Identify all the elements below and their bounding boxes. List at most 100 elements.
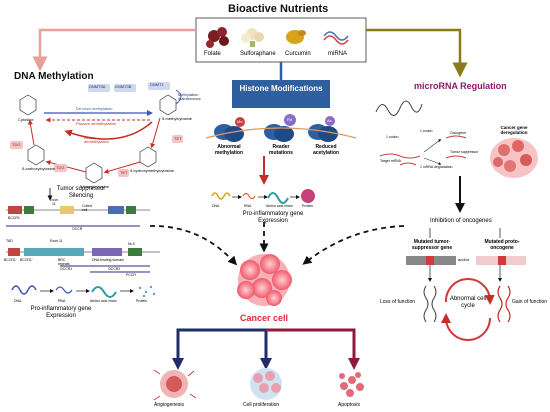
dna-flow-left	[11, 285, 156, 298]
formylcytosine-molecule	[85, 162, 103, 184]
gene-label: OCCR2	[108, 267, 121, 271]
dnmt3a-tag	[88, 84, 110, 92]
mirna-small-label: 1 codon	[386, 135, 399, 139]
mirna-small-label: 1 mRNA degradation	[420, 165, 453, 169]
active-demethylation-arrow	[64, 121, 153, 140]
hmc-label: 5-hydroxymethylcytosine	[130, 168, 175, 173]
mirna-small-label: Target mRNA	[380, 159, 402, 163]
histone-mark: Rd	[287, 117, 293, 122]
gene-label: BCCR1'	[20, 258, 33, 262]
gene-label: BCCR1	[8, 216, 20, 220]
outcome-label: Angiogenesis	[154, 402, 185, 408]
histone-label: Reader mutations	[269, 144, 293, 156]
dashed-arrow-left	[149, 225, 238, 266]
gene-label: BCCR1'	[4, 258, 17, 262]
gene-label: Exon	[50, 198, 58, 202]
proliferation-image	[250, 368, 282, 400]
flow-label: RNA	[58, 299, 66, 303]
tdg-tag-1	[10, 141, 23, 149]
maintenance-label: Methylation maintenance	[178, 92, 201, 101]
flow-label: DNA	[212, 204, 220, 208]
mirna-small-label: Oncogene	[450, 131, 467, 135]
flow-label: Amino acid chain	[266, 204, 293, 208]
inhibition-label: Inhibition of oncogenes	[430, 218, 492, 224]
tdg-label: TDG	[56, 165, 65, 170]
carboxylcytosine-molecule	[27, 144, 45, 166]
cycle-arc-bottom	[441, 313, 491, 341]
curcumin-icon	[286, 30, 306, 44]
arrow-to-mirna	[366, 28, 468, 78]
tdg-label: TDG	[12, 142, 21, 147]
histone-label: Reduced acetylation	[312, 144, 340, 156]
histone-box	[232, 80, 330, 108]
cycle-arc-top	[444, 278, 495, 305]
gene-label: BRC repeats	[58, 258, 70, 266]
gene-label: Exon 11	[50, 239, 63, 243]
active-label: Active demethylation	[84, 135, 109, 144]
enzyme-label: DNMT3A	[89, 84, 106, 89]
folate-icon	[206, 27, 229, 48]
histone-title: Histone Modifications	[239, 84, 323, 93]
tet-label: TET	[120, 170, 128, 175]
nutrient-label: Folate	[204, 51, 221, 57]
flow-label: Amino acid chain	[90, 299, 117, 303]
maintenance-arrow	[175, 89, 182, 105]
histone-mark: Ac	[327, 118, 332, 123]
dashed-arrow-right	[302, 225, 405, 265]
enzyme-label: DNMT3B	[115, 84, 132, 89]
mutated-ts-label: Mutated tumor-suppressor gene	[411, 239, 453, 251]
cancer-cell-label: Cancer cell	[240, 313, 289, 323]
flow-label: RNA	[244, 204, 252, 208]
gene-label: NLS	[128, 242, 135, 246]
hydroxymethylcytosine-molecule	[139, 146, 157, 168]
arrow-angiogenesis	[172, 328, 266, 370]
mc-label: 5-methylcytosine	[162, 116, 193, 121]
mirna-small-label: 1 codon	[420, 129, 433, 133]
mutated-onc-label: Mutated proto-oncogene	[484, 239, 520, 251]
gain-label: Gain of function	[512, 299, 548, 305]
tet-tag-2	[118, 169, 129, 177]
loss-label: Loss of function	[380, 299, 416, 305]
gene-map-1	[6, 206, 150, 214]
outcome-label: Cell proliferation	[243, 402, 280, 408]
arrow-apoptosis	[266, 328, 360, 370]
cytosine-molecule	[19, 94, 37, 116]
angiogenesis-image	[153, 369, 197, 401]
nucleosome-reduced-acetylation	[308, 116, 338, 142]
outcome-label: Apoptosis	[338, 402, 360, 408]
gene-map-2	[6, 248, 160, 256]
dnmt1-tag	[148, 82, 170, 90]
gene-label: OCCR	[72, 227, 83, 231]
enzyme-label: DNMT1	[150, 82, 164, 87]
sulforaphane-icon	[241, 28, 264, 47]
gain-receptor	[497, 285, 511, 323]
nucleosome-abnormal-methylation	[214, 117, 245, 142]
nutrient-label: Sulforaphane	[240, 51, 276, 57]
fc-label: 5-formylcytosine	[80, 184, 110, 189]
histone-label: Abnormal methylation	[214, 144, 244, 156]
nutrients-title: Bioactive Nutrients	[228, 3, 329, 15]
tet-tag-1	[172, 135, 183, 143]
nutrient-label: Curcumin	[285, 51, 311, 57]
gene-label: TAD	[6, 239, 13, 243]
cytosine-label: Cytosine	[18, 117, 34, 122]
gene-label: PCCR	[126, 273, 136, 277]
nutrient-label: miRNA	[328, 51, 347, 57]
mirna-hairpin	[375, 100, 423, 116]
mirna-title: microRNA Regulation	[414, 81, 507, 91]
and-or-label: and/or	[458, 257, 470, 262]
flow-label: Protein	[136, 299, 148, 303]
gene-label: Coiled coil	[82, 204, 92, 212]
tdg-tag-2	[54, 164, 67, 172]
dna-methylation-title: DNA Methylation	[14, 71, 94, 82]
mirna-small-label: Tumor suppressor	[450, 150, 479, 154]
cycle-label: Abnormal cell cycle	[449, 296, 487, 309]
flow-label: Protein	[302, 204, 314, 208]
left-expression-label: Pro-inflammatory gene Expression	[30, 306, 92, 319]
passive-label: Passive demethylation	[76, 121, 117, 126]
flow-label: DNA	[14, 299, 22, 303]
cancer-cell-cluster	[237, 254, 292, 306]
dna-flow-center	[211, 189, 315, 204]
